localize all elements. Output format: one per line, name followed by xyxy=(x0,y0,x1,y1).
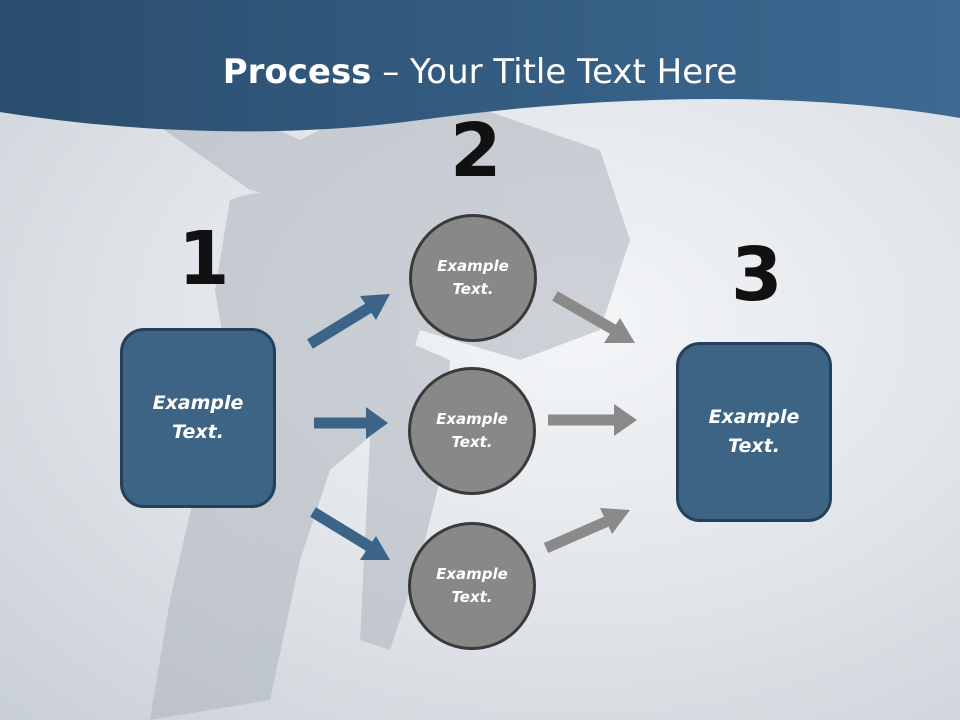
step-2-circle-middle-label: Example Text. xyxy=(436,410,508,451)
step-3-label: Example Text. xyxy=(708,406,800,457)
arrow-1-to-2b xyxy=(314,407,388,439)
step-1-number: 1 xyxy=(178,216,230,302)
step-2-circle-bottom-label: Example Text. xyxy=(436,565,508,606)
step-3-box: Example Text. xyxy=(676,342,832,522)
arrow-1-to-2c xyxy=(310,507,390,560)
title-rest: – Your Title Text Here xyxy=(371,52,738,92)
title-bold: Process xyxy=(222,52,372,92)
header-band xyxy=(0,0,960,132)
step-2-circle-middle: Example Text. xyxy=(408,367,536,495)
step-2-circle-top: Example Text. xyxy=(409,214,537,342)
slide-title: Process – Your Title Text Here xyxy=(0,52,960,92)
step-2-number: 2 xyxy=(450,108,502,194)
step-1-label: Example Text. xyxy=(152,392,244,443)
arrow-2a-to-3 xyxy=(552,291,635,343)
step-2-circle-bottom: Example Text. xyxy=(408,522,536,650)
arrow-2c-to-3 xyxy=(543,508,630,554)
arrow-1-to-2a xyxy=(307,294,390,349)
step-2-circle-top-label: Example Text. xyxy=(437,257,509,298)
step-3-number: 3 xyxy=(731,232,783,318)
arrow-2b-to-3 xyxy=(548,404,637,436)
step-1-box: Example Text. xyxy=(120,328,276,508)
